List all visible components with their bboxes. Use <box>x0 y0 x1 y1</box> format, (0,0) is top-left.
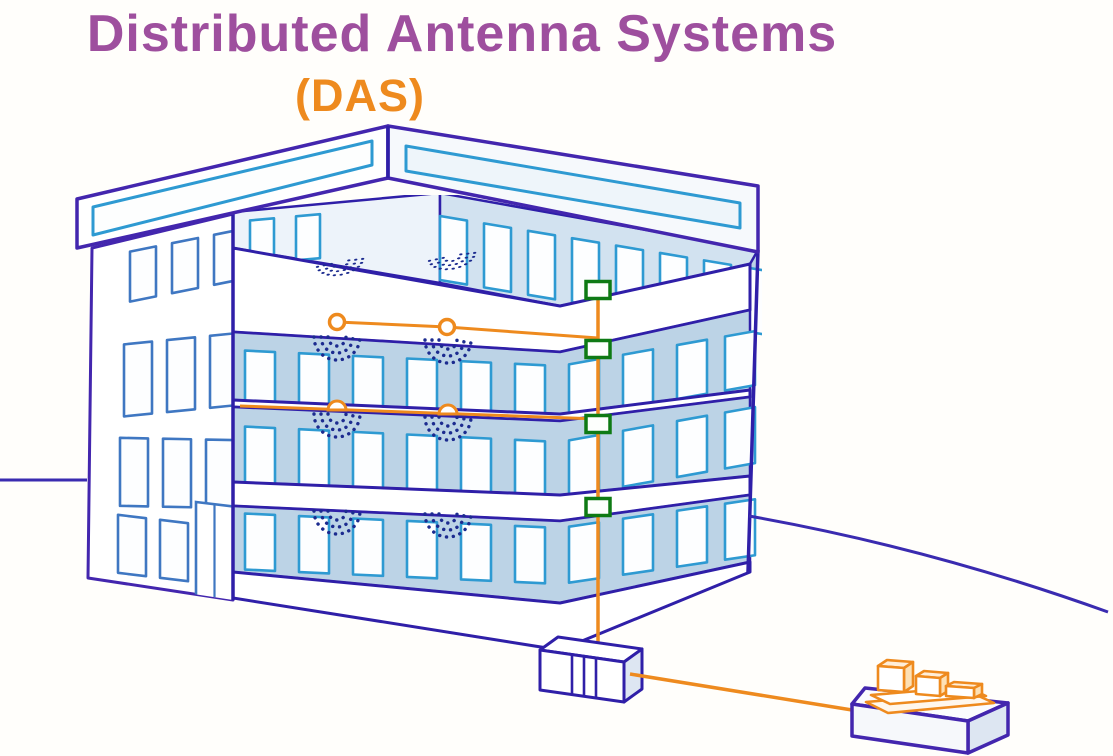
coverage-fan-icon <box>315 256 365 277</box>
base-station-cable <box>629 672 853 712</box>
window <box>723 405 757 470</box>
ground-line-right <box>748 514 1109 614</box>
dome-antenna-icon <box>437 403 459 416</box>
building-right-edge <box>746 249 760 573</box>
roof-parapet <box>75 124 760 254</box>
riser-tap <box>584 413 612 435</box>
window <box>723 329 757 392</box>
equipment-box-medium <box>914 674 942 698</box>
left-facade <box>86 212 235 602</box>
window <box>621 512 655 577</box>
donut-antenna-icon <box>327 312 347 332</box>
diagram-title: Distributed Antenna Systems <box>86 5 838 63</box>
dome-antenna-icon <box>326 399 348 412</box>
window <box>513 438 547 499</box>
equipment-box-large <box>902 660 915 694</box>
antenna-run-cable <box>239 404 599 421</box>
roof-strip-left <box>91 139 374 237</box>
riser-tap <box>584 279 612 301</box>
window <box>122 340 154 418</box>
roof-strip-right <box>404 144 742 230</box>
window <box>297 514 331 575</box>
riser-tap <box>584 496 612 518</box>
building-cutaway <box>233 195 762 652</box>
coverage-fan-icon <box>423 512 473 539</box>
window <box>170 236 200 295</box>
window <box>567 433 601 498</box>
window <box>243 512 277 573</box>
diagram-subtitle: (DAS) <box>295 70 425 121</box>
window <box>459 522 493 583</box>
window <box>621 348 655 411</box>
window <box>675 505 709 569</box>
coverage-fan-icon <box>423 338 473 365</box>
window <box>675 414 709 479</box>
window <box>294 212 322 262</box>
window <box>438 214 469 286</box>
donut-antenna-icon <box>437 317 457 337</box>
floor2-windows <box>243 405 757 499</box>
coverage-fan-icon <box>312 509 362 536</box>
window <box>243 425 277 486</box>
window <box>161 437 193 509</box>
window <box>116 513 148 578</box>
riser-taps <box>584 279 612 518</box>
window <box>158 518 190 583</box>
window <box>297 427 331 488</box>
floor3-windows <box>243 329 757 421</box>
window <box>513 524 547 585</box>
coverage-fan-icon <box>423 415 473 442</box>
window <box>165 336 197 414</box>
equipment-box-small <box>944 684 976 700</box>
base-station <box>850 658 1010 755</box>
head-end-unit <box>538 635 644 704</box>
window <box>243 349 277 408</box>
facade-windows <box>116 228 233 600</box>
window <box>621 424 655 489</box>
window <box>128 245 158 303</box>
window <box>405 519 439 580</box>
window <box>567 520 601 584</box>
ceiling-antenna-cables <box>239 312 599 421</box>
window <box>482 222 513 294</box>
window <box>459 435 493 496</box>
window <box>351 430 385 491</box>
window <box>351 354 385 413</box>
coverage-fan-icon <box>312 335 362 362</box>
window <box>297 351 331 410</box>
window <box>204 438 233 510</box>
plinth-front <box>850 702 970 755</box>
window <box>526 229 557 301</box>
window <box>405 357 439 416</box>
equipment-box-large <box>876 664 906 694</box>
entrance-door <box>194 500 233 600</box>
window <box>405 433 439 494</box>
window <box>208 331 233 410</box>
window <box>118 436 150 508</box>
ground <box>0 478 1109 614</box>
window <box>675 338 709 401</box>
coverage-patterns <box>312 250 477 539</box>
window <box>459 359 493 418</box>
floor1-windows <box>243 497 757 585</box>
ground-slab <box>233 560 752 652</box>
window <box>351 517 385 578</box>
coverage-fan-icon <box>312 412 362 439</box>
riser-tap <box>584 338 612 360</box>
coverage-fan-icon <box>427 250 477 271</box>
